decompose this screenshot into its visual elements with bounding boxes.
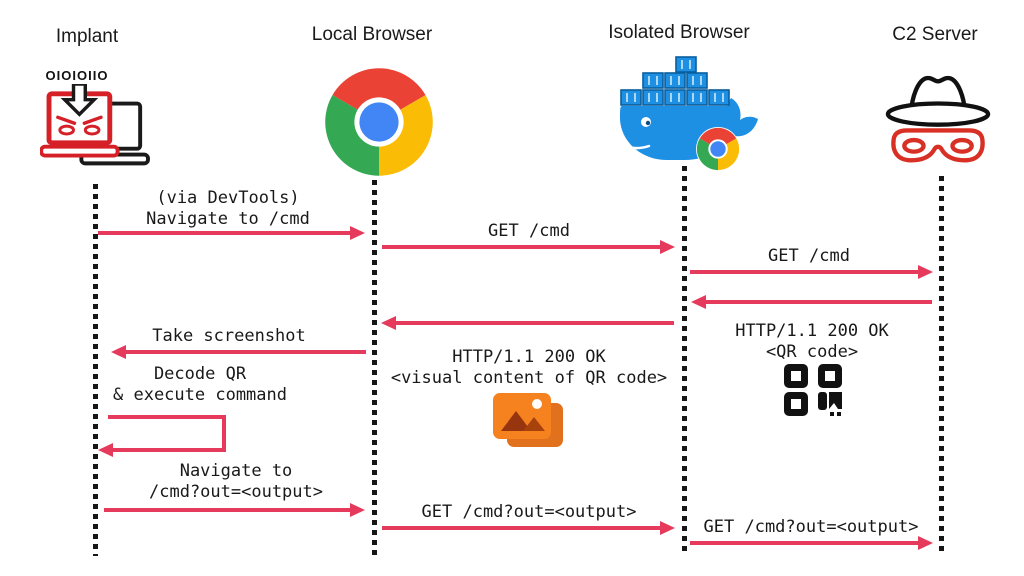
message-line: <QR code> <box>765 342 859 362</box>
chrome-browser-icon <box>323 66 435 178</box>
actor-label-local-browser: Local Browser <box>311 24 433 45</box>
lifeline-implant <box>93 184 98 556</box>
arrow-get-cmd-1 <box>382 240 675 254</box>
message-label-get-out-1: GET /cmd?out=<output> <box>421 502 637 522</box>
message-line: /cmd?out=<output> <box>149 482 323 502</box>
arrow-navigate-cmd <box>98 226 365 240</box>
message-label-get-out-2: GET /cmd?out=<output> <box>703 517 919 537</box>
arrow-get-cmd-2 <box>690 265 933 279</box>
arrow-take-screenshot <box>111 345 366 359</box>
arrow-get-out-1 <box>382 521 675 535</box>
actor-label-isolated-browser: Isolated Browser <box>608 22 750 43</box>
message-line: (via DevTools) <box>156 188 300 208</box>
message-label-get-cmd-1: GET /cmd <box>488 221 570 241</box>
spy-hat-mask-icon <box>882 64 994 168</box>
message-line: & execute command <box>113 385 287 405</box>
message-label-get-cmd-2: GET /cmd <box>768 246 850 266</box>
lifeline-local-browser <box>372 180 377 556</box>
message-line: HTTP/1.1 200 OK <box>452 347 606 367</box>
actor-label-c2-server: C2 Server <box>892 24 978 45</box>
lifeline-isolated-browser <box>682 166 687 556</box>
implant-laptop-icon <box>40 84 158 182</box>
binary-code-text: OIOIOIIO <box>45 68 109 83</box>
qr-code-icon <box>784 364 842 416</box>
message-line: Decode QR <box>153 364 247 384</box>
chrome-browser-small-icon <box>696 127 740 171</box>
arrow-navigate-out <box>104 503 365 517</box>
message-label-navigate-out: Navigate to /cmd?out=<output> <box>105 461 367 503</box>
message-line: <visual content of QR code> <box>390 368 668 388</box>
arrow-get-out-2 <box>690 536 933 550</box>
message-line: Navigate to <box>179 461 293 481</box>
lifeline-c2-server <box>939 176 944 556</box>
message-label-response-qr: HTTP/1.1 200 OK <QR code> <box>682 321 942 363</box>
arrow-response-visual <box>381 316 674 330</box>
message-line: HTTP/1.1 200 OK <box>735 321 889 341</box>
image-icon <box>489 391 567 453</box>
message-label-response-visual: HTTP/1.1 200 OK <visual content of QR co… <box>374 347 684 389</box>
message-label-decode-execute: Decode QR & execute command <box>80 364 320 406</box>
actor-label-implant: Implant <box>55 26 119 47</box>
message-label-navigate-cmd: (via DevTools) Navigate to /cmd <box>98 188 358 230</box>
message-line: Navigate to /cmd <box>146 209 310 229</box>
message-label-take-screenshot: Take screenshot <box>152 326 306 346</box>
arrow-response-qr <box>691 295 932 309</box>
